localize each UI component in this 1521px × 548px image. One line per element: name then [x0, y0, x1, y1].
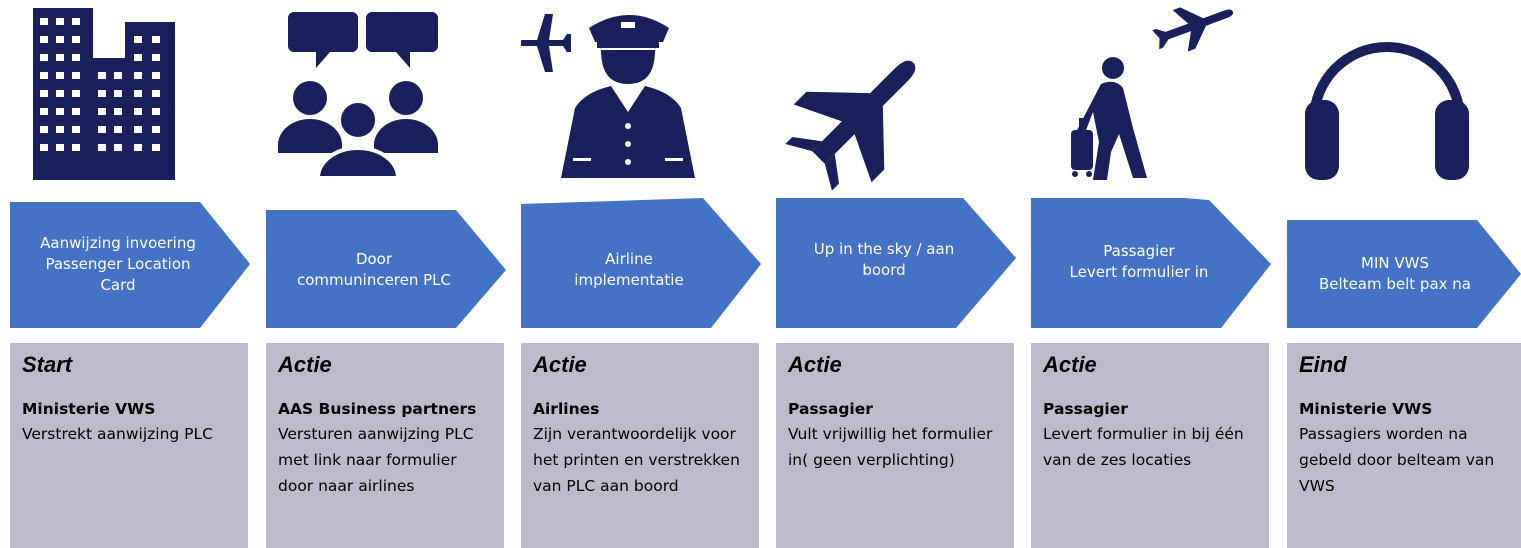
step-actor: Ministerie VWS [1299, 400, 1433, 418]
step-description: Levert formulier in bij één van de zes l… [1043, 425, 1244, 469]
process-arrow: Passagier Levert formulier in [1031, 198, 1276, 330]
arrow-label: MIN VWS Belteam belt pax na [1319, 254, 1471, 293]
step-type: Actie [278, 352, 332, 377]
step-actor: AAS Business partners [278, 400, 477, 418]
process-arrow: MIN VWS Belteam belt pax na [1287, 198, 1521, 330]
process-step-5: Passagier Levert formulier in Actie Pass… [1031, 0, 1276, 548]
step-type: Actie [533, 352, 587, 377]
process-step-2: Door communinceren PLC Actie AAS Busines… [266, 0, 511, 548]
pilot-icon [521, 0, 766, 190]
process-arrow: Door communinceren PLC [266, 198, 511, 330]
airplane-icon [776, 0, 1021, 190]
arrow-label: Door communinceren PLC [296, 250, 452, 289]
arrow-label: Up in the sky / aan boord [813, 240, 955, 279]
process-step-3: Airline implementatie Actie Airlines Zij… [521, 0, 766, 548]
process-step-6: MIN VWS Belteam belt pax na Eind Ministe… [1287, 0, 1521, 548]
step-card: Actie Passagier Levert formulier in bij … [1031, 343, 1269, 548]
step-actor: Passagier [788, 400, 873, 418]
step-type: Start [22, 352, 73, 377]
step-description: Passagiers worden na gebeld door belteam… [1299, 425, 1495, 495]
step-description: Vult vrijwillig het formulier in( geen v… [788, 425, 993, 469]
process-arrow: Aanwijzing invoering Passenger Location … [10, 198, 255, 330]
step-card: Actie Passagier Vult vrijwillig het form… [776, 343, 1014, 548]
discussion-group-icon [266, 0, 511, 190]
process-arrow: Up in the sky / aan boord [776, 198, 1021, 330]
step-type: Actie [788, 352, 842, 377]
traveler-icon [1031, 0, 1276, 190]
step-description: Verstrekt aanwijzing PLC [22, 425, 213, 443]
arrow-label: Airline implementatie [574, 250, 684, 289]
step-type: Actie [1043, 352, 1097, 377]
process-step-1: Aanwijzing invoering Passenger Location … [10, 0, 255, 548]
process-step-4: Up in the sky / aan boord Actie Passagie… [776, 0, 1021, 548]
step-card: Start Ministerie VWS Verstrekt aanwijzin… [10, 343, 248, 548]
step-type: Eind [1299, 352, 1347, 377]
step-actor: Airlines [533, 400, 600, 418]
step-description: Zijn verantwoordelijk voor het printen e… [533, 425, 740, 495]
step-card: Actie AAS Business partners Versturen aa… [266, 343, 504, 548]
step-card: Eind Ministerie VWS Passagiers worden na… [1287, 343, 1521, 548]
headphones-icon [1287, 0, 1521, 190]
arrow-label: Passagier Levert formulier in [1069, 242, 1209, 281]
step-actor: Ministerie VWS [22, 400, 156, 418]
step-description: Versturen aanwijzing PLC met link naar f… [278, 425, 474, 495]
step-card: Actie Airlines Zijn verantwoordelijk voo… [521, 343, 759, 548]
building-icon [10, 0, 255, 190]
arrow-label: Aanwijzing invoering Passenger Location … [40, 233, 196, 294]
process-arrow: Airline implementatie [521, 198, 766, 330]
step-actor: Passagier [1043, 400, 1128, 418]
